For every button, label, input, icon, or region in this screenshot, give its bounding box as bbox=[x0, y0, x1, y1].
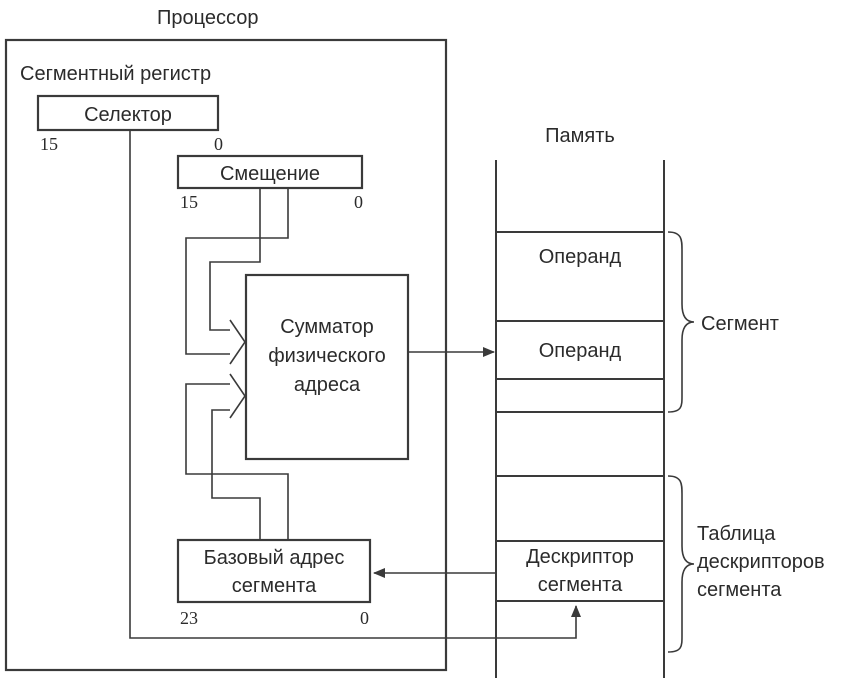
base-address-box bbox=[176, 538, 372, 604]
descriptor-table-line3: сегмента bbox=[697, 579, 782, 601]
processor-title: Процессор bbox=[157, 7, 258, 29]
selector-bit-low: 0 bbox=[214, 134, 223, 154]
base-address-bit-high: 23 bbox=[180, 608, 198, 628]
base-bus-arrowhead bbox=[229, 373, 246, 419]
base-bus-line-b bbox=[185, 383, 289, 540]
memory-title: Память bbox=[545, 125, 615, 147]
offset-bit-low: 0 bbox=[354, 192, 363, 212]
offset-bus-line-b bbox=[185, 188, 289, 355]
base-address-line1: Базовый адрес bbox=[204, 547, 345, 569]
offset-bit-high: 15 bbox=[180, 192, 198, 212]
adder-line1: Сумматор bbox=[280, 316, 374, 338]
memory-descriptor-line1: Дескриптор bbox=[526, 546, 634, 568]
base-bus-line-a bbox=[211, 409, 261, 540]
selector-bit-high: 15 bbox=[40, 134, 58, 154]
adder-line2: физического bbox=[268, 345, 386, 367]
adder-box bbox=[244, 273, 410, 461]
adder-line3: адреса bbox=[294, 374, 361, 396]
descriptor-table-line1: Таблица bbox=[697, 523, 776, 545]
offset-box bbox=[176, 154, 364, 190]
segment-register-label: Сегментный регистр bbox=[20, 63, 211, 85]
offset-label: Смещение bbox=[220, 163, 320, 185]
descriptor-table-brace bbox=[667, 475, 695, 653]
base-address-bit-low: 0 bbox=[360, 608, 369, 628]
memory-operand-1: Операнд bbox=[539, 246, 622, 268]
selector-to-descriptor-line bbox=[129, 130, 581, 639]
offset-bus-arrowhead bbox=[229, 319, 246, 365]
memory-operand-2: Операнд bbox=[539, 340, 622, 362]
memory-descriptor-line2: сегмента bbox=[538, 574, 623, 596]
segment-label: Сегмент bbox=[701, 313, 779, 335]
selector-label: Селектор bbox=[84, 104, 172, 126]
segment-brace bbox=[667, 231, 695, 413]
base-address-line2: сегмента bbox=[232, 575, 317, 597]
descriptor-table-line2: дескрипторов bbox=[697, 551, 825, 573]
selector-box bbox=[36, 94, 220, 132]
